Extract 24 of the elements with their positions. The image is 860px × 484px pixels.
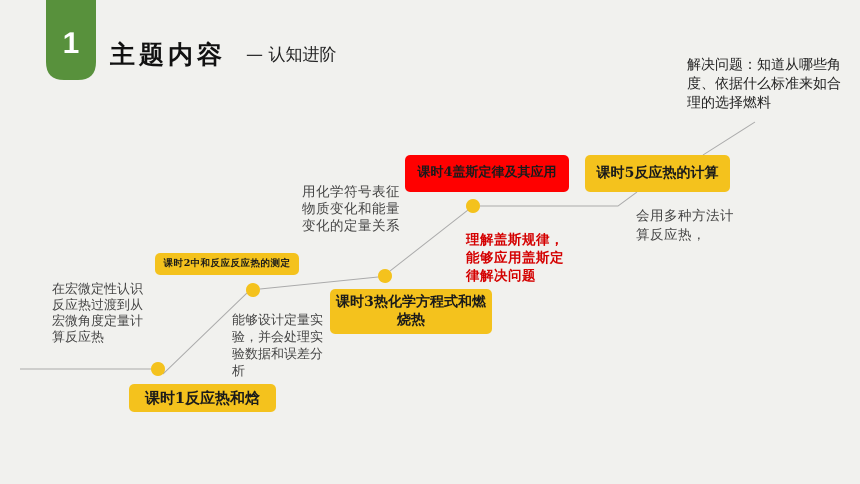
lesson-box: 课时1反应热和焓	[129, 384, 276, 412]
description-text: 用化学符号表征物质变化和能量变化的定量关系	[301, 184, 400, 235]
description-text: 会用多种方法计算反应热，	[636, 207, 735, 245]
connector-line	[390, 210, 468, 272]
subtitle: — 认知进阶	[246, 44, 336, 66]
section-number: 1	[62, 27, 80, 61]
connector-line	[20, 368, 152, 370]
timeline-dot	[151, 362, 165, 376]
timeline-dot	[466, 199, 480, 213]
timeline-dot	[246, 283, 260, 297]
timeline-dot	[378, 269, 392, 283]
description-text: 能够设计定量实验，并会处理实验数据和误差分析	[232, 312, 324, 380]
connector-line	[702, 122, 756, 156]
connector-line	[480, 192, 638, 206]
connector-line	[260, 276, 378, 290]
description-text: 解决问题：知道从哪些角度、依据什么标准来如合理的选择燃料	[687, 56, 842, 113]
lesson-box: 课时3热化学方程式和燃烧热	[330, 289, 492, 334]
highlighted-lesson-box: 课时4盖斯定律及其应用	[405, 155, 569, 192]
lesson-box: 课时2中和反应反应热的测定	[155, 253, 299, 275]
description-text: 理解盖斯规律，能够应用盖斯定律解决问题	[466, 231, 565, 285]
lesson-box: 课时5反应热的计算	[585, 155, 730, 192]
description-text: 在宏微定性认识反应热过渡到从宏微角度定量计算反应热	[52, 282, 144, 346]
connector-line	[162, 292, 248, 374]
title: 主题内容	[110, 39, 226, 71]
